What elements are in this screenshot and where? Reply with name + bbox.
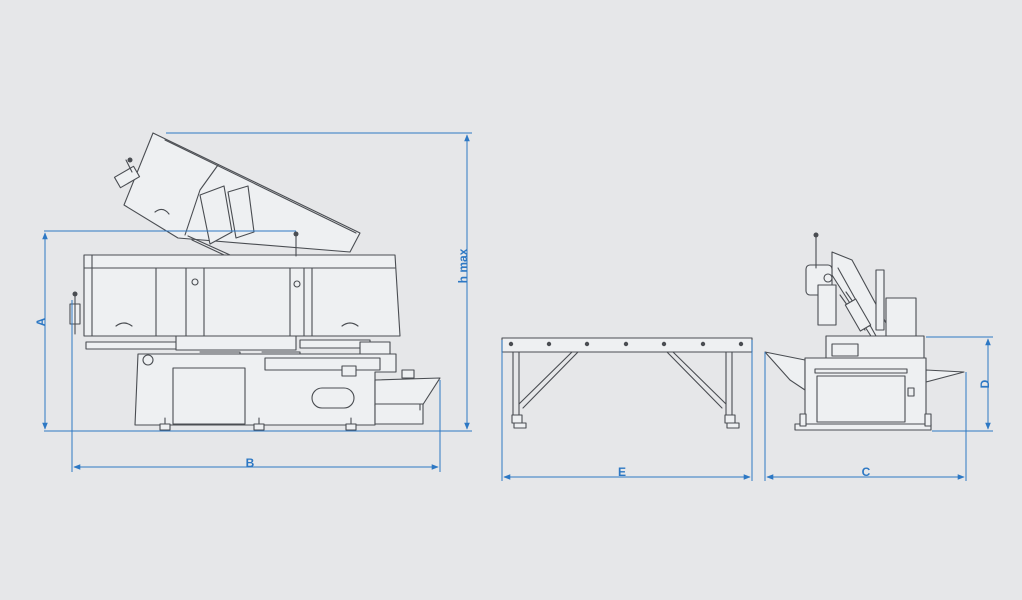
label-d: D [978,379,992,388]
roller-table-view [501,337,753,429]
label-c: C [862,465,871,479]
dimension-lines [42,132,993,481]
dimension-labels: A B h max E C D [34,248,992,479]
roller-bolts [508,341,744,347]
label-h-max: h max [456,248,470,283]
saw-base [134,353,441,431]
saw-table [85,335,391,363]
label-e: E [618,465,626,479]
saw-side-view [69,132,441,431]
saw-front-view [764,232,965,431]
label-b: B [246,456,255,470]
saw-bow-lowered [69,231,401,337]
label-a: A [34,317,48,326]
